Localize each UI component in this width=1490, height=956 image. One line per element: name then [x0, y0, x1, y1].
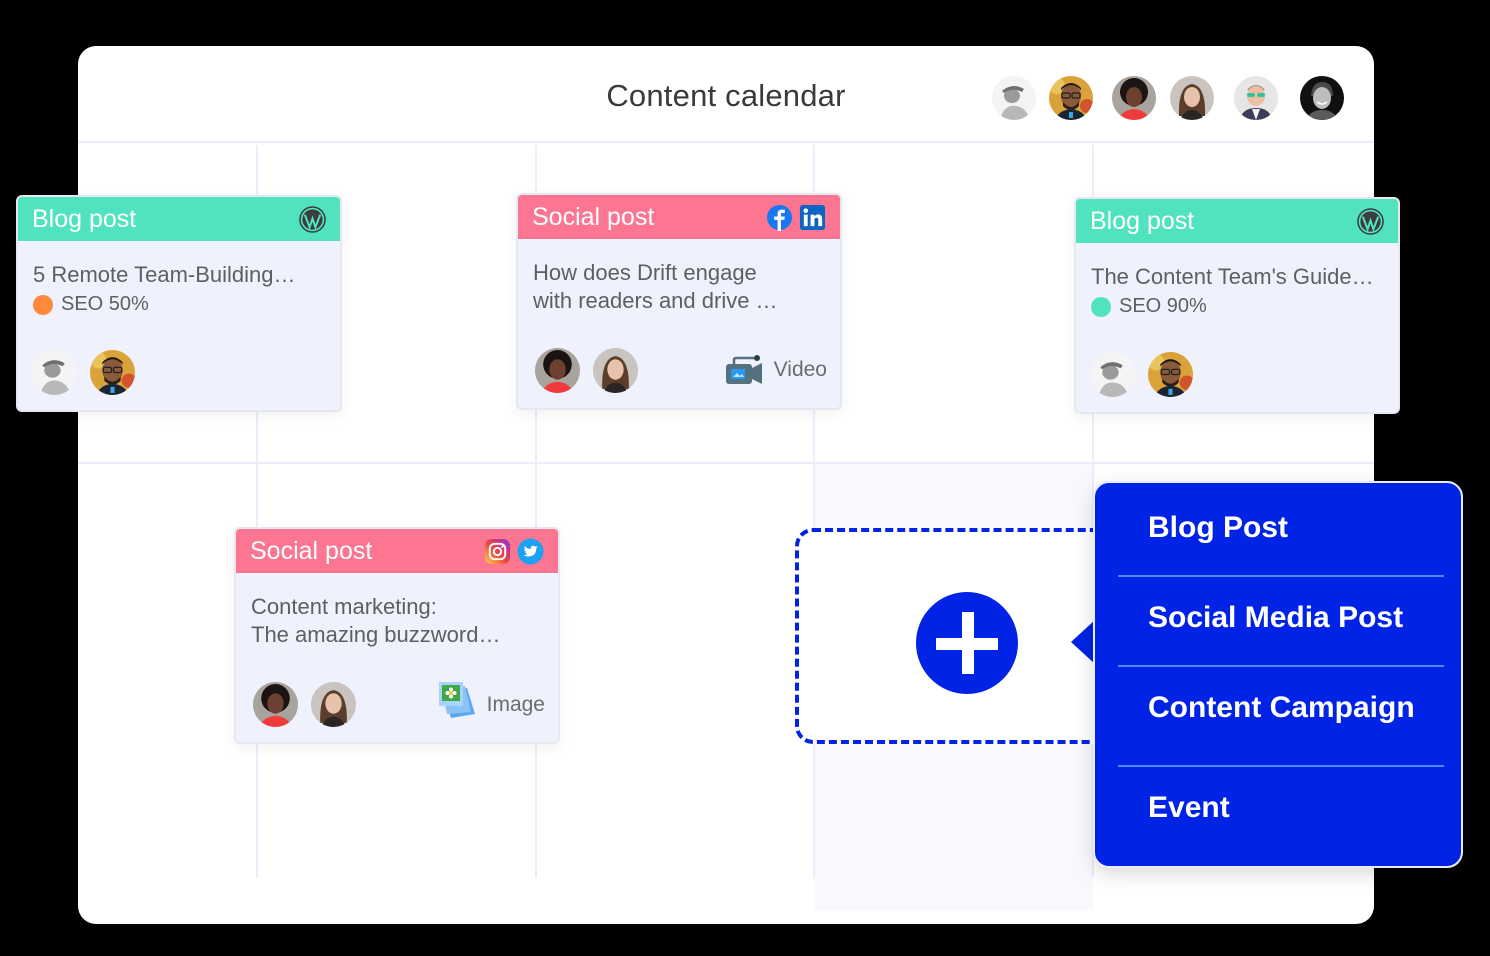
content-card-social[interactable]: Social post How does Drift engage with r…	[516, 193, 842, 410]
card-header: Blog post	[18, 197, 340, 241]
popover-arrow	[1071, 620, 1095, 664]
image-stack-icon	[437, 680, 479, 722]
menu-item-blog-post[interactable]: Blog Post	[1148, 511, 1288, 544]
menu-item-content-campaign[interactable]: Content Campaign	[1148, 691, 1415, 724]
grid-line	[256, 145, 258, 878]
card-type-label: Social post	[532, 202, 655, 231]
seo-score: SEO 50%	[33, 293, 325, 316]
grid-line	[813, 145, 815, 878]
menu-divider	[1118, 765, 1444, 767]
assignee-avatar[interactable]	[32, 350, 77, 395]
card-header: Social post	[236, 529, 558, 573]
avatar-user-4[interactable]	[1170, 76, 1214, 120]
card-type-label: Social post	[250, 536, 373, 565]
seo-score: SEO 90%	[1091, 295, 1383, 318]
media-label: Video	[773, 358, 827, 381]
card-title: The Content Team's Guide…	[1091, 264, 1374, 289]
card-title: 5 Remote Team-Building…	[33, 262, 296, 287]
instagram-icon	[484, 538, 511, 565]
twitter-icon	[517, 538, 544, 565]
avatar-user-6[interactable]	[1300, 76, 1344, 120]
assignee-avatar[interactable]	[1148, 352, 1193, 397]
status-dot-icon	[33, 294, 53, 315]
grid-line	[78, 462, 1374, 464]
assignee-avatar[interactable]	[1090, 352, 1135, 397]
board-header: Content calendar	[78, 46, 1374, 143]
avatar-user-3[interactable]	[1112, 76, 1156, 120]
linkedin-icon	[799, 204, 826, 231]
page-title: Content calendar	[606, 78, 846, 113]
menu-item-social-media-post[interactable]: Social Media Post	[1148, 601, 1404, 634]
avatar-user-5[interactable]	[1234, 76, 1278, 120]
assignee-avatar[interactable]	[593, 348, 638, 393]
card-header: Social post	[518, 195, 840, 239]
card-header: Blog post	[1076, 199, 1398, 243]
card-type-label: Blog post	[1090, 206, 1195, 235]
card-title: How does Drift engage with readers and d…	[533, 260, 778, 313]
add-content-menu: Blog Post Social Media Post Content Camp…	[1093, 481, 1463, 868]
media-type: Video	[724, 354, 827, 386]
assignee-avatar[interactable]	[90, 350, 135, 395]
media-type: Image	[437, 688, 545, 722]
avatar-user-1[interactable]	[992, 76, 1036, 120]
seo-label: SEO 50%	[61, 293, 149, 315]
video-camera-icon	[724, 354, 766, 386]
seo-label: SEO 90%	[1119, 295, 1207, 317]
assignee-avatar[interactable]	[311, 682, 356, 727]
add-item-button[interactable]	[916, 592, 1018, 694]
status-dot-icon	[1091, 296, 1111, 317]
card-type-label: Blog post	[32, 204, 137, 233]
content-card-blog[interactable]: Blog post The Content Team's Guide… SEO …	[1074, 197, 1400, 414]
menu-item-event[interactable]: Event	[1148, 791, 1230, 824]
media-label: Image	[486, 693, 545, 716]
avatar-user-2[interactable]	[1049, 76, 1093, 120]
menu-divider	[1118, 665, 1444, 667]
menu-divider	[1118, 575, 1444, 577]
wordpress-icon	[299, 206, 326, 233]
assignee-avatar[interactable]	[253, 682, 298, 727]
card-title: Content marketing: The amazing buzzword…	[251, 594, 501, 647]
content-card-blog[interactable]: Blog post 5 Remote Team-Building… SEO 50…	[16, 195, 342, 412]
facebook-icon	[766, 204, 793, 231]
grid-line	[535, 145, 537, 878]
assignee-avatar[interactable]	[535, 348, 580, 393]
wordpress-icon	[1357, 208, 1384, 235]
content-card-social[interactable]: Social post Content marketing: The amazi…	[234, 527, 560, 744]
